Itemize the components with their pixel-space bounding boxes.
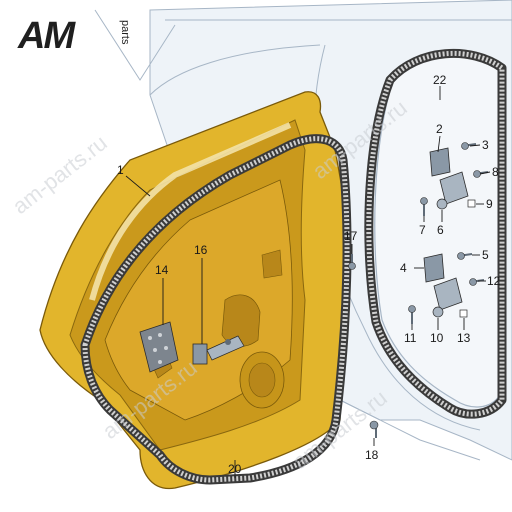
callout-6: 6 xyxy=(437,223,444,237)
callout-13: 13 xyxy=(457,331,471,345)
hinge-pin-6 xyxy=(436,198,448,210)
fastener-bolt-5 xyxy=(457,252,473,260)
fastener-bolt-8 xyxy=(473,170,489,178)
callout-2: 2 xyxy=(436,122,443,136)
door-opening-seal xyxy=(364,48,507,419)
callout-9: 9 xyxy=(486,197,493,211)
svg-text:parts: parts xyxy=(119,20,131,45)
callout-12: 12 xyxy=(487,274,501,288)
svg-text:AM: AM xyxy=(17,15,76,57)
door-seal xyxy=(80,134,352,485)
callout-14: 14 xyxy=(155,263,169,277)
callout-11: 11 xyxy=(404,331,417,345)
leader-lines xyxy=(125,86,491,478)
sound-pad-14 xyxy=(139,321,179,373)
stud-17 xyxy=(348,254,356,270)
callout-22: 22 xyxy=(433,73,447,87)
upper-hinge-2 xyxy=(429,147,469,205)
fastener-bolt-3 xyxy=(461,142,477,150)
lock-bracket-16 xyxy=(192,335,245,365)
callout-17: 17 xyxy=(344,229,358,243)
cap-9 xyxy=(467,199,476,208)
callout-20: 20 xyxy=(228,462,242,476)
hinge-pin-10 xyxy=(432,306,444,318)
callout-5: 5 xyxy=(482,248,489,262)
window-frame-seal xyxy=(89,122,292,301)
fastener-bolt-7 xyxy=(420,197,428,216)
bolt-18 xyxy=(369,420,379,438)
callout-3: 3 xyxy=(482,138,489,152)
cap-13 xyxy=(459,309,468,318)
callout-18: 18 xyxy=(365,448,379,462)
callout-8: 8 xyxy=(492,165,499,179)
callout-16: 16 xyxy=(194,243,208,257)
callout-labels: 1 22 2 3 8 9 7 6 4 5 12 11 10 13 14 16 1… xyxy=(117,73,501,476)
fastener-bolt-12 xyxy=(469,278,485,286)
callout-1: 1 xyxy=(117,163,124,177)
callout-10: 10 xyxy=(430,331,444,345)
callout-4: 4 xyxy=(400,261,407,275)
callout-7: 7 xyxy=(419,223,426,237)
am-parts-logo: AM parts xyxy=(17,15,131,57)
fastener-bolt-11 xyxy=(408,305,416,324)
lower-hinge-4 xyxy=(423,253,463,311)
